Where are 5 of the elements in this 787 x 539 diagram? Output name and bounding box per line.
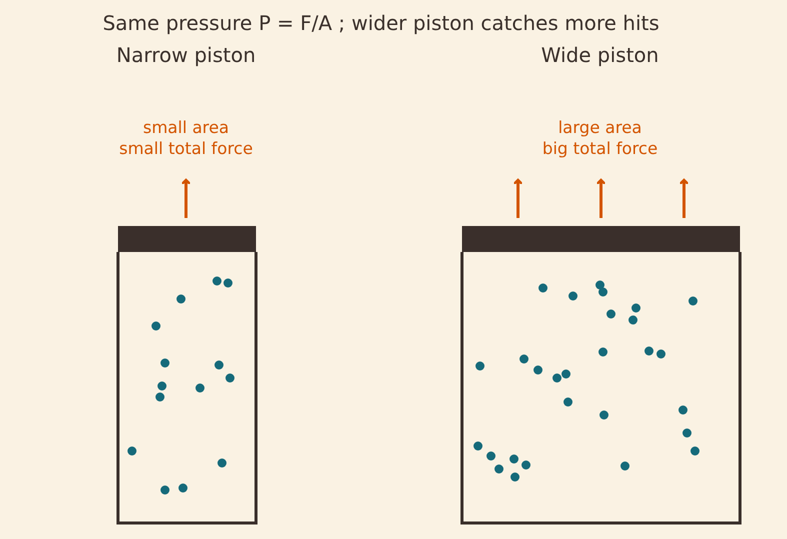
title: Same pressure P = F/A ; wider piston catches more hits <box>102 11 660 36</box>
heading: Wide piston <box>541 43 659 68</box>
heading: Narrow piston <box>116 43 256 68</box>
force-note: small area small total force <box>119 118 253 160</box>
force-note: large area big total force <box>542 118 658 160</box>
